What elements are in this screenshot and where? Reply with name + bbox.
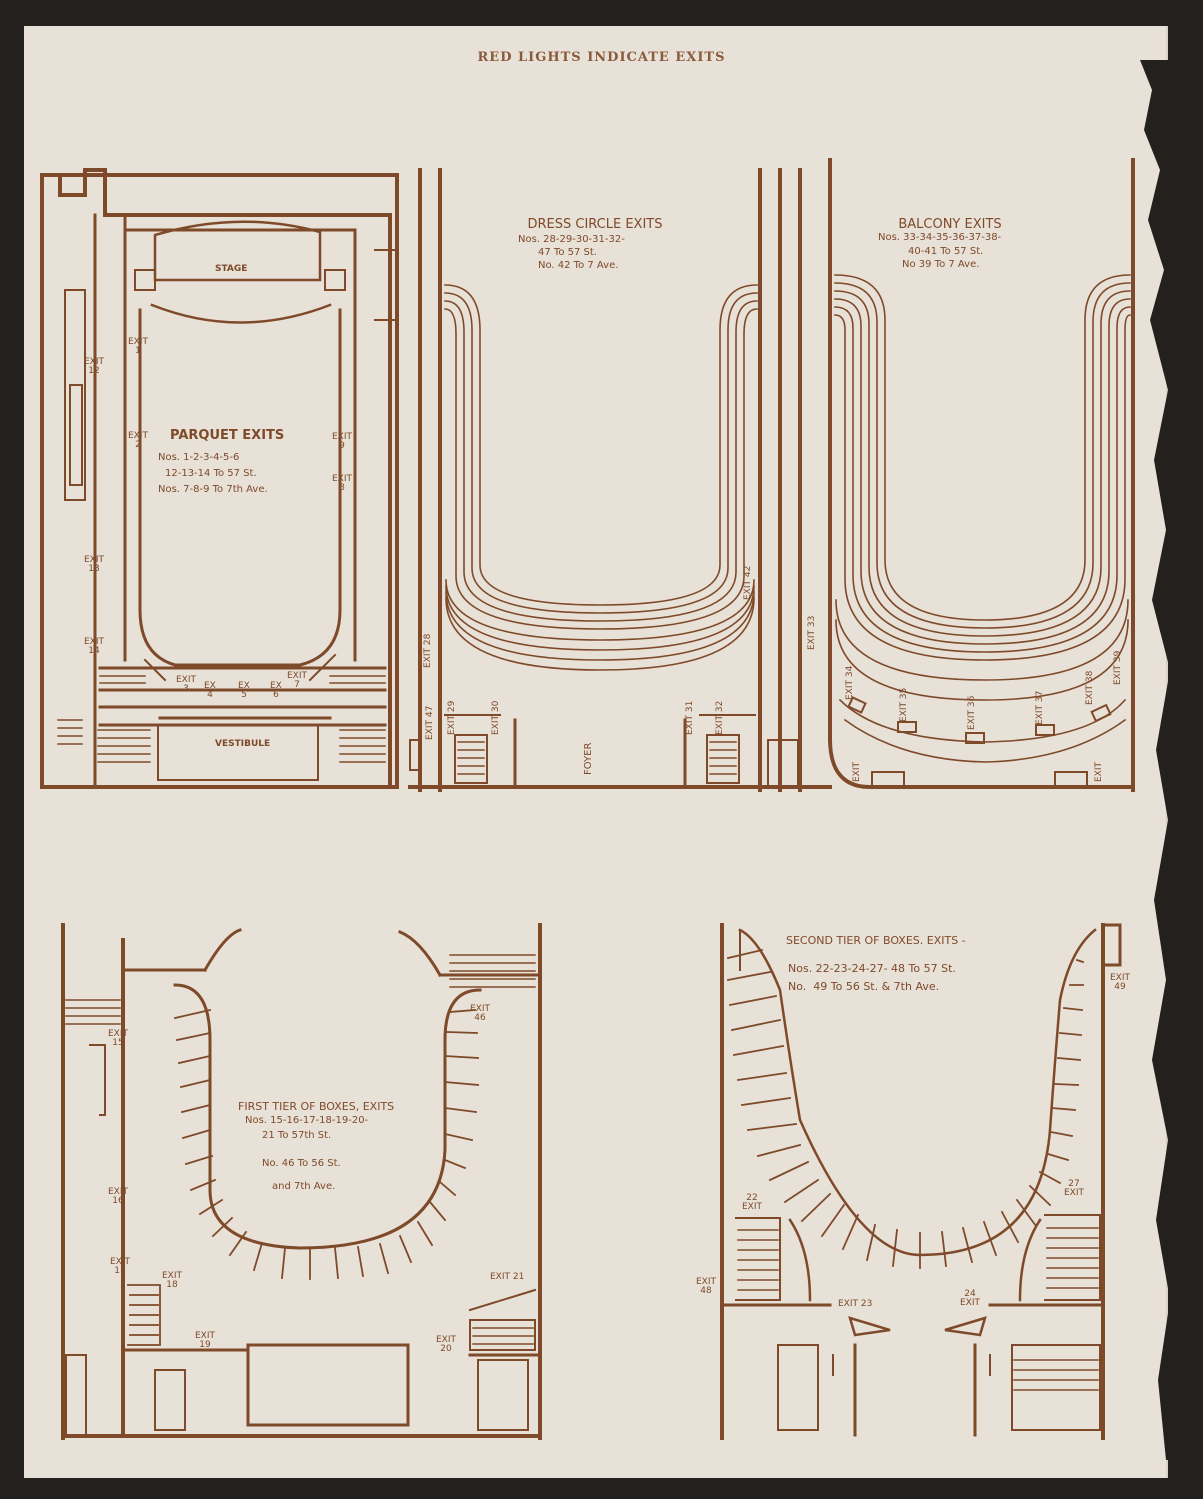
balcony-title: BALCONY EXITS — [898, 217, 1002, 232]
dress-circle-title: DRESS CIRCLE EXITS — [527, 217, 663, 232]
first-exit-20: EXIT 20 — [436, 1335, 457, 1355]
first-exit-17: EXIT 17 — [110, 1257, 131, 1277]
parquet-line-3: Nos. 7-8-9 To 7th Ave. — [158, 484, 268, 495]
balcony-exit-36: EXIT 36 — [967, 695, 977, 730]
dress-exit-47: EXIT 47 — [425, 705, 435, 740]
parquet-title: PARQUET EXITS — [170, 428, 285, 443]
parquet-exit-6: EX 6 — [270, 681, 282, 701]
second-exit-49: EXIT 49 — [1110, 973, 1131, 993]
second-tier-line-2: No. 49 To 56 St. & 7th Ave. — [788, 980, 940, 993]
second-exit-27: 27 EXIT — [1064, 1179, 1085, 1199]
parquet-exit-3: EXIT 3 — [176, 675, 197, 695]
parquet-exit-14: EXIT 14 — [84, 637, 105, 657]
dress-circle-line-1: Nos. 28-29-30-31-32- — [518, 234, 625, 245]
parquet-plan — [40, 168, 399, 789]
balcony-exit-41: EXIT — [1094, 761, 1104, 782]
parquet-exit-4: EX 4 — [204, 681, 216, 701]
parquet-exit-13: EXIT 13 — [84, 555, 105, 575]
balcony-line-3: No 39 To 7 Ave. — [902, 259, 980, 270]
balcony-exit-38: EXIT 38 — [1085, 670, 1095, 705]
page-header: RED LIGHTS INDICATE EXITS — [477, 50, 726, 65]
second-tier-title: SECOND TIER OF BOXES. EXITS - — [786, 934, 966, 947]
first-tier-line-1: Nos. 15-16-17-18-19-20- — [245, 1115, 369, 1126]
first-exit-18: EXIT 18 — [162, 1271, 183, 1291]
dress-exit-30: EXIT 30 — [491, 700, 501, 735]
first-tier-plan — [61, 923, 542, 1440]
balcony-line-2: 40-41 To 57 St. — [908, 246, 984, 257]
second-exit-24: 24 EXIT — [960, 1289, 981, 1309]
parquet-exit-12: EXIT 12 — [84, 357, 105, 377]
parquet-exit-7: EXIT 7 — [287, 671, 308, 691]
torn-edge — [1140, 60, 1180, 1460]
dress-circle-line-3: No. 42 To 7 Ave. — [538, 260, 619, 271]
first-tier-line-3: No. 46 To 56 St. — [262, 1158, 341, 1169]
balcony-exit-34: EXIT 34 — [845, 665, 855, 700]
first-exit-21: EXIT 21 — [490, 1272, 525, 1282]
balcony-exit-40: EXIT — [852, 761, 862, 782]
dress-exit-32: EXIT 32 — [715, 700, 725, 735]
parquet-line-2: 12-13-14 To 57 St. — [165, 468, 257, 479]
dress-exit-42: EXIT 42 — [743, 565, 753, 600]
dress-exit-29: EXIT 29 — [447, 700, 457, 735]
vestibule-label: VESTIBULE — [215, 739, 271, 749]
first-exit-19: EXIT 19 — [195, 1331, 216, 1351]
second-exit-23: EXIT 23 — [838, 1299, 873, 1309]
balcony-exit-33: EXIT 33 — [807, 615, 817, 650]
parquet-exit-1: EXIT 1 — [128, 337, 149, 357]
parquet-exit-9: EXIT 9 — [332, 432, 353, 452]
balcony-exit-39: EXIT 39 — [1113, 650, 1123, 685]
first-tier-line-2: 21 To 57th St. — [262, 1130, 332, 1141]
stage-label: STAGE — [215, 264, 248, 274]
first-tier-title: FIRST TIER OF BOXES, EXITS — [238, 1100, 395, 1113]
program-page — [24, 26, 1168, 1478]
balcony-line-1: Nos. 33-34-35-36-37-38- — [878, 232, 1002, 243]
second-tier-plan — [720, 923, 1122, 1440]
balcony-plan — [763, 158, 1135, 792]
parquet-line-1: Nos. 1-2-3-4-5-6 — [158, 452, 240, 463]
balcony-exit-35: EXIT 35 — [899, 687, 909, 722]
second-tier-line-1: Nos. 22-23-24-27- 48 To 57 St. — [788, 962, 956, 975]
second-exit-22: 22 EXIT — [742, 1193, 763, 1213]
dress-circle-line-2: 47 To 57 St. — [538, 247, 597, 258]
first-exit-46: EXIT 46 — [470, 1004, 491, 1024]
second-exit-48: EXIT 48 — [696, 1277, 717, 1297]
parquet-exit-5: EX 5 — [238, 681, 250, 701]
balcony-exit-37: EXIT 37 — [1035, 690, 1045, 725]
dress-exit-28: EXIT 28 — [423, 633, 433, 668]
dress-circle-plan — [408, 168, 792, 792]
first-exit-15: EXIT 15 — [108, 1029, 129, 1049]
first-tier-line-4: and 7th Ave. — [272, 1181, 336, 1192]
foyer-label: FOYER — [583, 742, 594, 775]
parquet-exit-8: EXIT 8 — [332, 474, 353, 494]
parquet-exit-2: EXIT 2 — [128, 431, 149, 451]
dress-exit-31: EXIT 31 — [685, 700, 695, 735]
first-exit-16: EXIT 16 — [108, 1187, 129, 1207]
